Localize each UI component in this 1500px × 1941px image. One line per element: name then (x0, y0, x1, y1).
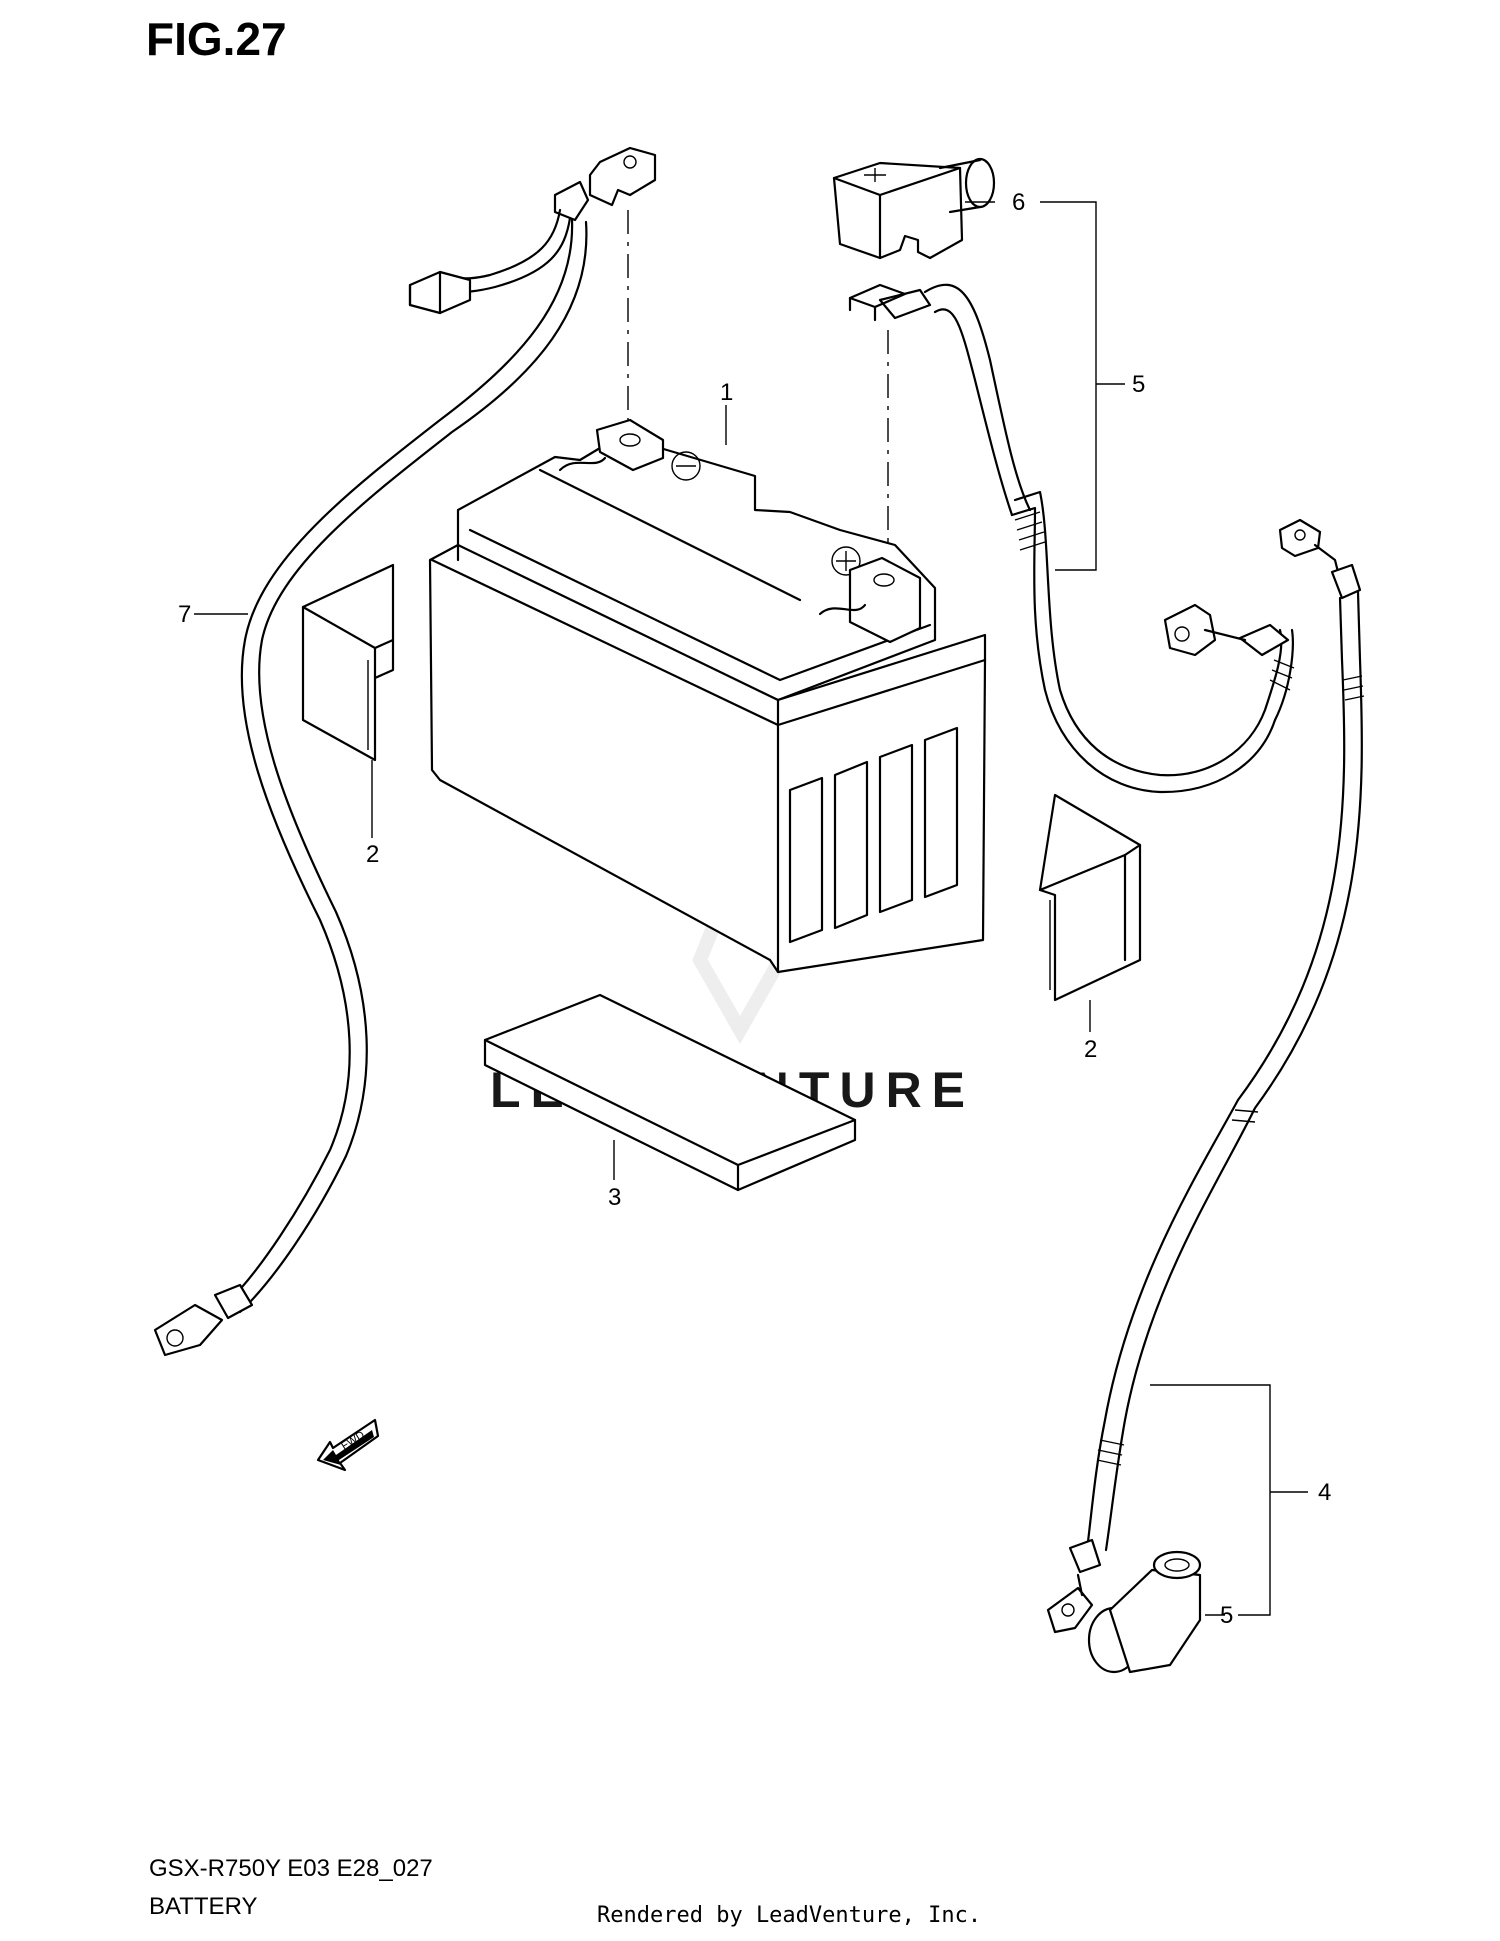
callout-part-1: 1 (720, 379, 733, 406)
starter-cable-part-4 (1046, 518, 1365, 1634)
bracket-part-2-right (1038, 793, 1142, 1002)
bracket-part-4 (1150, 1384, 1271, 1616)
callout-part-4: 4 (1318, 1479, 1331, 1506)
model-code: GSX-R750Y E03 E28_027 (149, 1855, 433, 1882)
fwd-arrow-icon: FWD (316, 1418, 380, 1472)
callout-part-2-right: 2 (1084, 1036, 1097, 1063)
terminal-cover-part-7 (832, 157, 996, 260)
callout-part-8: 7 (178, 601, 191, 628)
battery-part-1 (428, 418, 987, 974)
callout-part-6: 5 (1132, 371, 1145, 398)
harness-cable-part-8 (153, 146, 657, 1357)
terminal-boot-part-5 (1087, 1550, 1202, 1674)
rendered-by-credit: Rendered by LeadVenture, Inc. (597, 1903, 982, 1928)
bracket-part-6 (1040, 201, 1097, 571)
battery-pad-part-3 (483, 993, 857, 1192)
figure-title: FIG.27 (146, 13, 287, 65)
callout-part-2-left: 2 (366, 841, 379, 868)
callout-part-7: 6 (1012, 189, 1025, 216)
diagram-name: BATTERY (149, 1893, 258, 1920)
bracket-part-2-left (301, 563, 395, 762)
callout-part-3: 3 (608, 1184, 621, 1211)
callout-part-5: 5 (1220, 1602, 1233, 1629)
positive-cable-part-6 (848, 283, 1295, 794)
